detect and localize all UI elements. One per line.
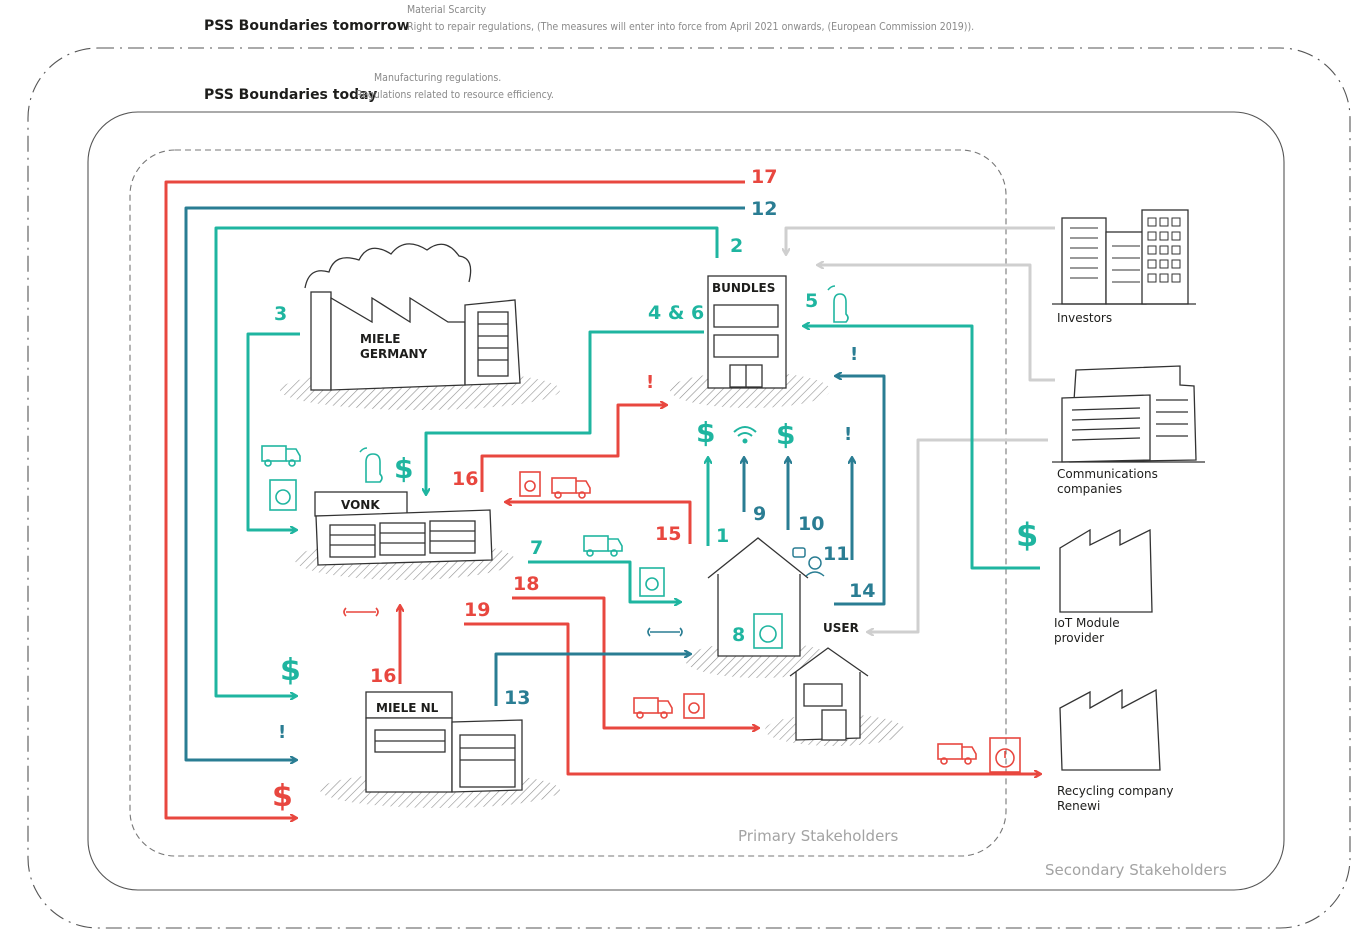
miele-germany-factory (280, 243, 560, 410)
user-chat-icon (792, 547, 825, 577)
truck-icon-vonk (261, 445, 301, 467)
investors-buildings (1052, 209, 1196, 305)
truck-icon-user (583, 535, 623, 557)
miele-germany-label-1: MIELE (360, 332, 400, 346)
flow-7-line (528, 560, 680, 602)
communications-label-1: Communications (1057, 467, 1158, 481)
flow-18-label: 18 (513, 573, 539, 595)
flow-13-line (494, 654, 690, 706)
communications-label-2: companies (1057, 482, 1122, 496)
vonk-label: VONK (341, 498, 380, 512)
primary-stakeholders-label: Primary Stakeholders (738, 827, 898, 845)
boundary-today (87, 111, 1285, 891)
truck-icon-red-3 (937, 743, 977, 765)
communications-to-user-line (868, 438, 1048, 632)
hand-sensor-icon-bundles (827, 285, 849, 323)
recycling-label-1: Recycling company (1057, 784, 1174, 798)
flow-12-label: 12 (751, 198, 777, 220)
dollar-icon-miele-nl-red: $ (272, 779, 293, 814)
dollar-icon-bundles-1: $ (696, 416, 715, 449)
washing-machine-icon-user (639, 567, 665, 597)
flow-17-label: 17 (751, 166, 777, 188)
flow-5-label: 5 (805, 290, 818, 312)
flow-16-vonk-line (480, 405, 666, 492)
bundles-building (670, 275, 830, 408)
user-house (685, 537, 835, 678)
today-title: PSS Boundaries today (204, 87, 378, 103)
hand-sensor-icon-vonk (359, 447, 383, 483)
flow-4-6-label: 4 & 6 (648, 302, 704, 324)
alert-icon-blue-3: ! (278, 722, 286, 743)
flow-3-label: 3 (274, 303, 287, 325)
iot-label-2: provider (1054, 631, 1104, 645)
flow-1-label: 1 (716, 525, 729, 547)
flow-17-line (164, 180, 745, 818)
dollar-icon-bundles-2: $ (776, 418, 795, 451)
small-house (765, 647, 905, 746)
vonk-building (295, 491, 515, 580)
flow-8-label: 8 (732, 624, 745, 646)
flow-5-line (804, 326, 1040, 570)
alert-icon-red: ! (646, 372, 654, 393)
today-note-2: Regulations related to resource efficien… (356, 89, 554, 101)
miele-nl-building (320, 691, 560, 808)
primary-stakeholders-boundary (129, 149, 1007, 857)
dollar-icon-iot: $ (1016, 516, 1038, 554)
flow-14-label: 14 (849, 580, 875, 602)
flow-3-line (246, 332, 300, 530)
boundary-tomorrow (27, 47, 1351, 929)
investors-label: Investors (1057, 311, 1112, 325)
tomorrow-note-2: Right to repair regulations, (The measur… (407, 21, 975, 33)
truck-icon-red-1 (551, 477, 591, 499)
alert-icon-blue-1: ! (850, 344, 858, 365)
flow-2-label: 2 (730, 235, 743, 257)
investors-to-bundles-line (786, 226, 1055, 254)
washing-machine-icon-red-2 (683, 693, 705, 719)
flow-12-line (184, 206, 745, 760)
flow-10-label: 10 (798, 513, 824, 535)
recycling-label-2: Renewi (1057, 799, 1100, 813)
iot-label-1: IoT Module (1054, 616, 1120, 630)
flow-19-line (464, 622, 1040, 774)
timer-device-icon (989, 737, 1021, 773)
flow-9-label: 9 (753, 503, 766, 525)
recycling-factory (1059, 688, 1161, 771)
alert-icon-blue-2: ! (844, 424, 852, 445)
flow-14-line (834, 376, 886, 606)
flow-19-label: 19 (464, 599, 490, 621)
flow-7-label: 7 (530, 537, 543, 559)
flow-16-vonk-label: 16 (452, 468, 478, 490)
truck-icon-red-2 (633, 697, 673, 719)
iot-provider-factory (1059, 528, 1153, 613)
washing-machine-icon-red-1 (519, 471, 541, 497)
secondary-stakeholders-label: Secondary Stakeholders (1045, 861, 1227, 879)
bundles-label: BUNDLES (712, 281, 775, 295)
flow-15-label: 15 (655, 523, 681, 545)
tomorrow-note-1: Material Scarcity (407, 4, 487, 16)
communications-buildings (1052, 365, 1205, 463)
wrench-icon-vonk (343, 607, 379, 617)
flow-15-line (506, 502, 692, 544)
wifi-icon (733, 426, 757, 444)
user-label: USER (823, 621, 859, 635)
miele-nl-label: MIELE NL (376, 701, 439, 715)
flow-18-line (512, 596, 758, 728)
dollar-icon-miele-nl-teal: $ (280, 653, 301, 688)
today-note-1: Manufacturing regulations. (374, 72, 502, 84)
flow-2-line (214, 226, 719, 696)
flow-13-label: 13 (504, 687, 530, 709)
flow-4-6-line (426, 330, 704, 494)
washing-machine-icon-house (753, 613, 783, 649)
miele-germany-label-2: GERMANY (360, 347, 428, 361)
communications-to-bundles-line (818, 265, 1055, 382)
flow-11-label: 11 (823, 543, 849, 565)
flow-16-nl-label: 16 (370, 665, 396, 687)
tomorrow-title: PSS Boundaries tomorrow (204, 18, 410, 34)
wrench-icon-user (647, 627, 683, 637)
washing-machine-icon-vonk (269, 479, 297, 511)
dollar-icon-vonk: $ (394, 452, 413, 485)
